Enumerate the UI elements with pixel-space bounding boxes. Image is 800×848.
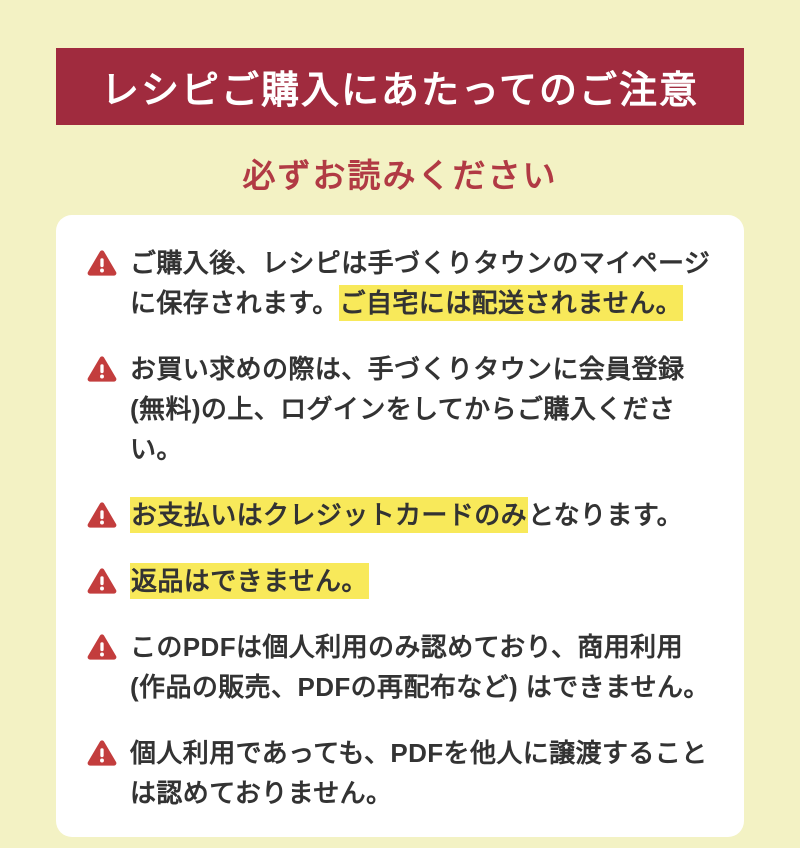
notice-page: レシピご購入にあたってのご注意 必ずお読みください ご購入後、レシピは手づくりタ… (0, 48, 800, 848)
warning-triangle-icon (86, 632, 118, 662)
notice-text: このPDFは個人利用のみ認めており、商用利用 (作品の販売、PDFの再配布など)… (130, 627, 710, 707)
plain-text: 個人利用であっても、PDFを他人に譲渡すること は認めておりません。 (130, 738, 708, 808)
notice-item: 個人利用であっても、PDFを他人に譲渡すること は認めておりません。 (86, 733, 714, 813)
notice-text: 返品はできません。 (130, 561, 369, 601)
page-title: レシピご購入にあたってのご注意 (100, 70, 700, 112)
highlighted-text: 返品はできません。 (130, 563, 369, 599)
warning-triangle-icon (86, 354, 118, 384)
warning-triangle-icon (86, 500, 118, 530)
warning-triangle-icon (86, 738, 118, 768)
warning-triangle-icon (86, 566, 118, 596)
warning-triangle-icon (86, 248, 118, 278)
plain-text: ご購入後、レシピは手づくりタウンのマイページ に保存されます。 (130, 248, 711, 318)
notice-text: ご購入後、レシピは手づくりタウンのマイページ に保存されます。ご自宅には配送され… (130, 243, 710, 323)
notice-item: お買い求めの際は、手づくりタウンに会員登録 (無料)の上、ログインをしてからご購… (86, 349, 714, 469)
notice-item: このPDFは個人利用のみ認めており、商用利用 (作品の販売、PDFの再配布など)… (86, 627, 714, 707)
notice-text: 個人利用であっても、PDFを他人に譲渡すること は認めておりません。 (130, 733, 708, 813)
plain-text: お買い求めの際は、手づくりタウンに会員登録 (無料)の上、ログインをしてからご購… (130, 354, 685, 464)
notice-text: お支払いはクレジットカードのみとなります。 (130, 495, 683, 535)
subtitle: 必ずお読みください (242, 157, 558, 194)
notice-item: ご購入後、レシピは手づくりタウンのマイページ に保存されます。ご自宅には配送され… (86, 243, 714, 323)
notice-panel: ご購入後、レシピは手づくりタウンのマイページ に保存されます。ご自宅には配送され… (56, 215, 744, 837)
plain-text: となります。 (528, 500, 684, 530)
notice-text: お買い求めの際は、手づくりタウンに会員登録 (無料)の上、ログインをしてからご購… (130, 349, 714, 469)
plain-text: このPDFは個人利用のみ認めており、商用利用 (作品の販売、PDFの再配布など)… (130, 632, 710, 702)
notice-list: ご購入後、レシピは手づくりタウンのマイページ に保存されます。ご自宅には配送され… (86, 243, 714, 813)
highlighted-text: ご自宅には配送されません。 (338, 285, 684, 321)
notice-item: 返品はできません。 (86, 561, 714, 601)
notice-item: お支払いはクレジットカードのみとなります。 (86, 495, 714, 535)
title-banner: レシピご購入にあたってのご注意 (56, 48, 744, 125)
highlighted-text: お支払いはクレジットカードのみ (130, 497, 529, 533)
